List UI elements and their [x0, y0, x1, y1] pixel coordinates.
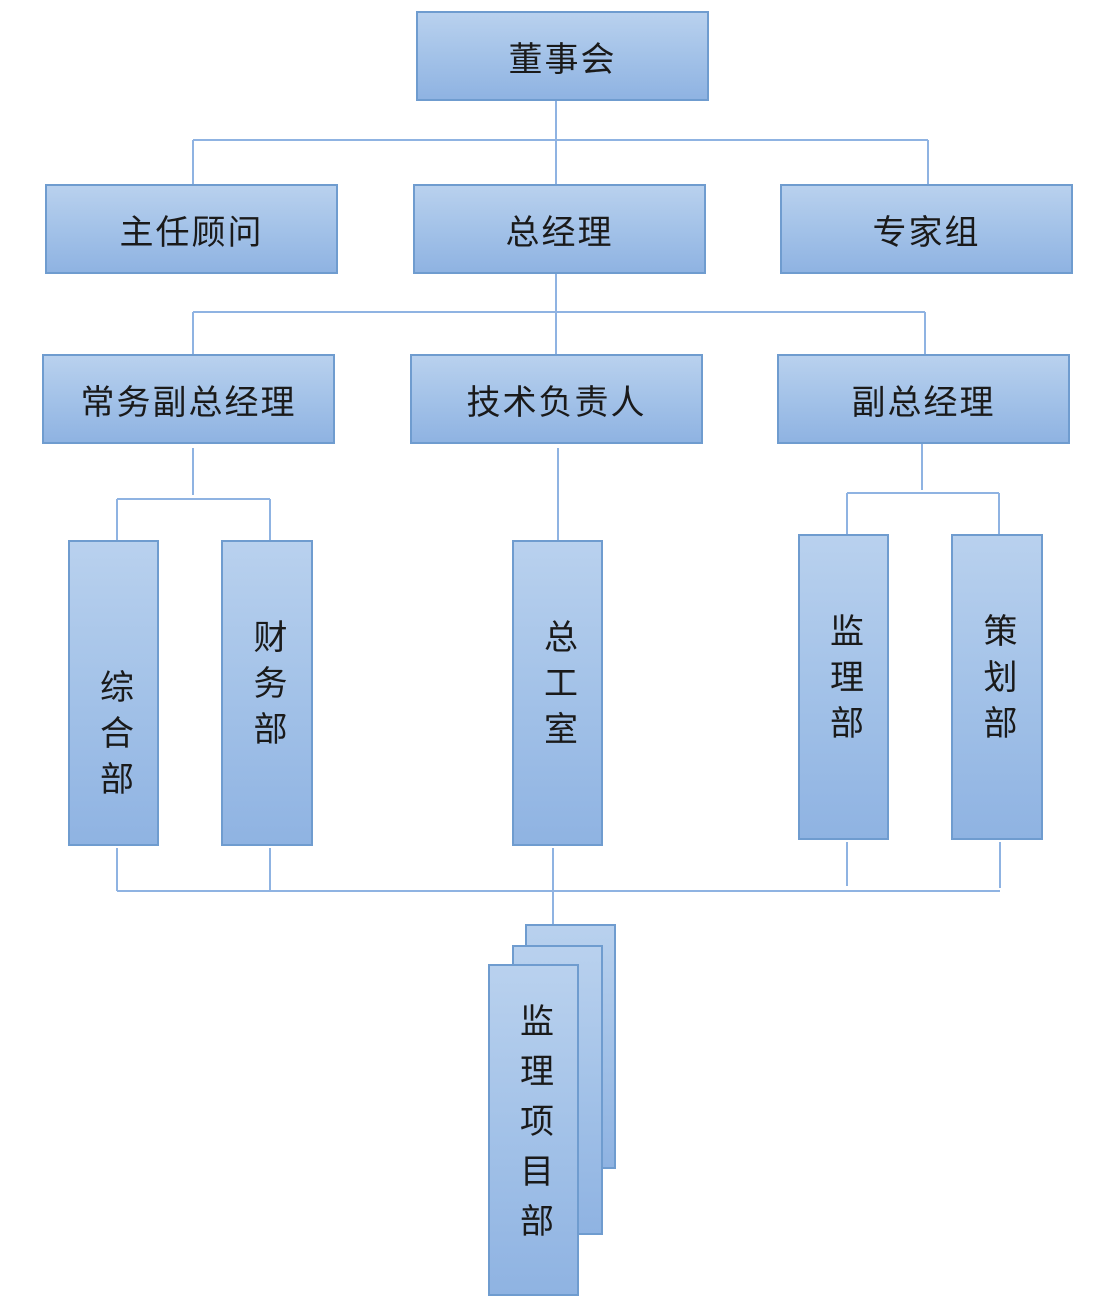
node-finance-dept-label: 财务部 — [247, 619, 287, 757]
node-supervision-project-dept-label: 监理项目部 — [513, 1003, 554, 1253]
node-executive-deputy-gm: 常务副总经理 — [42, 354, 335, 444]
node-board-label: 董事会 — [508, 39, 617, 80]
node-chief-advisor: 主任顾问 — [45, 184, 338, 274]
node-supervision-dept: 监理部 — [798, 534, 889, 840]
node-expert-group-label: 专家组 — [872, 212, 981, 253]
node-board: 董事会 — [416, 11, 709, 101]
node-chief-engineer-office: 总工室 — [512, 540, 603, 846]
node-general-dept-label: 综合部 — [93, 669, 134, 807]
node-expert-group: 专家组 — [780, 184, 1073, 274]
node-supervision-project-dept: 监理项目部 — [488, 964, 579, 1296]
node-general-manager: 总经理 — [413, 184, 706, 274]
node-planning-dept: 策划部 — [951, 534, 1043, 840]
node-finance-dept: 财务部 — [221, 540, 313, 846]
node-general-manager-label: 总经理 — [505, 212, 614, 253]
node-deputy-gm-label: 副总经理 — [851, 382, 996, 423]
node-deputy-gm: 副总经理 — [777, 354, 1070, 444]
node-technical-lead: 技术负责人 — [410, 354, 703, 444]
node-chief-advisor-label: 主任顾问 — [119, 212, 264, 253]
node-supervision-dept-label: 监理部 — [823, 613, 864, 751]
node-executive-deputy-gm-label: 常务副总经理 — [80, 382, 297, 423]
node-general-dept: 综合部 — [68, 540, 159, 846]
node-technical-lead-label: 技术负责人 — [466, 382, 647, 423]
node-planning-dept-label: 策划部 — [977, 613, 1017, 751]
node-chief-engineer-office-label: 总工室 — [537, 619, 578, 757]
